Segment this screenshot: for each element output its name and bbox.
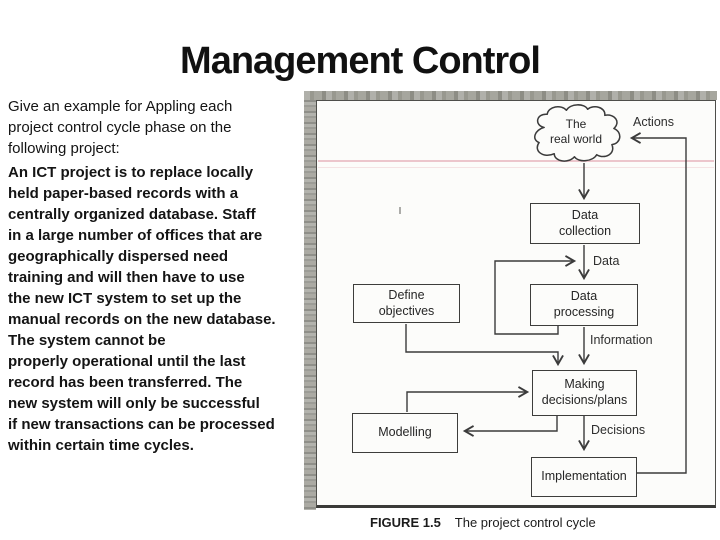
scan-artifact-line [318, 160, 714, 162]
figure-caption-text: The project control cycle [454, 515, 596, 530]
scan-artifact-line [318, 167, 714, 168]
flow-label-actions: Actions [633, 115, 674, 129]
node-modelling: Modelling [352, 413, 458, 453]
scenario-paragraph: An ICT project is to replace locally hel… [8, 164, 276, 454]
node-data-processing: Data processing [530, 284, 638, 326]
scan-edge-left [304, 91, 316, 510]
intro-paragraph: Give an example for Appling each project… [8, 98, 233, 157]
node-implementation: Implementation [531, 457, 637, 497]
figure-caption-number: FIGURE 1.5 [370, 515, 441, 530]
body-text-block: Give an example for Appling each project… [8, 96, 316, 456]
node-define-objectives: Define objectives [353, 284, 460, 323]
page-title: Management Control [180, 40, 541, 82]
real-world-label: The real world [549, 117, 603, 146]
flow-label-data: Data [593, 254, 620, 268]
flow-label-decisions: Decisions [591, 423, 646, 437]
node-making-decisions-plans: Making decisions/plans [532, 370, 637, 416]
real-world-cloud [534, 104, 621, 162]
flow-label-information: Information [590, 333, 653, 347]
scan-speck-mark [399, 207, 401, 214]
figure-caption: FIGURE 1.5 The project control cycle [370, 515, 596, 530]
node-data-collection: Data collection [530, 203, 640, 244]
scan-edge-top [304, 91, 717, 100]
